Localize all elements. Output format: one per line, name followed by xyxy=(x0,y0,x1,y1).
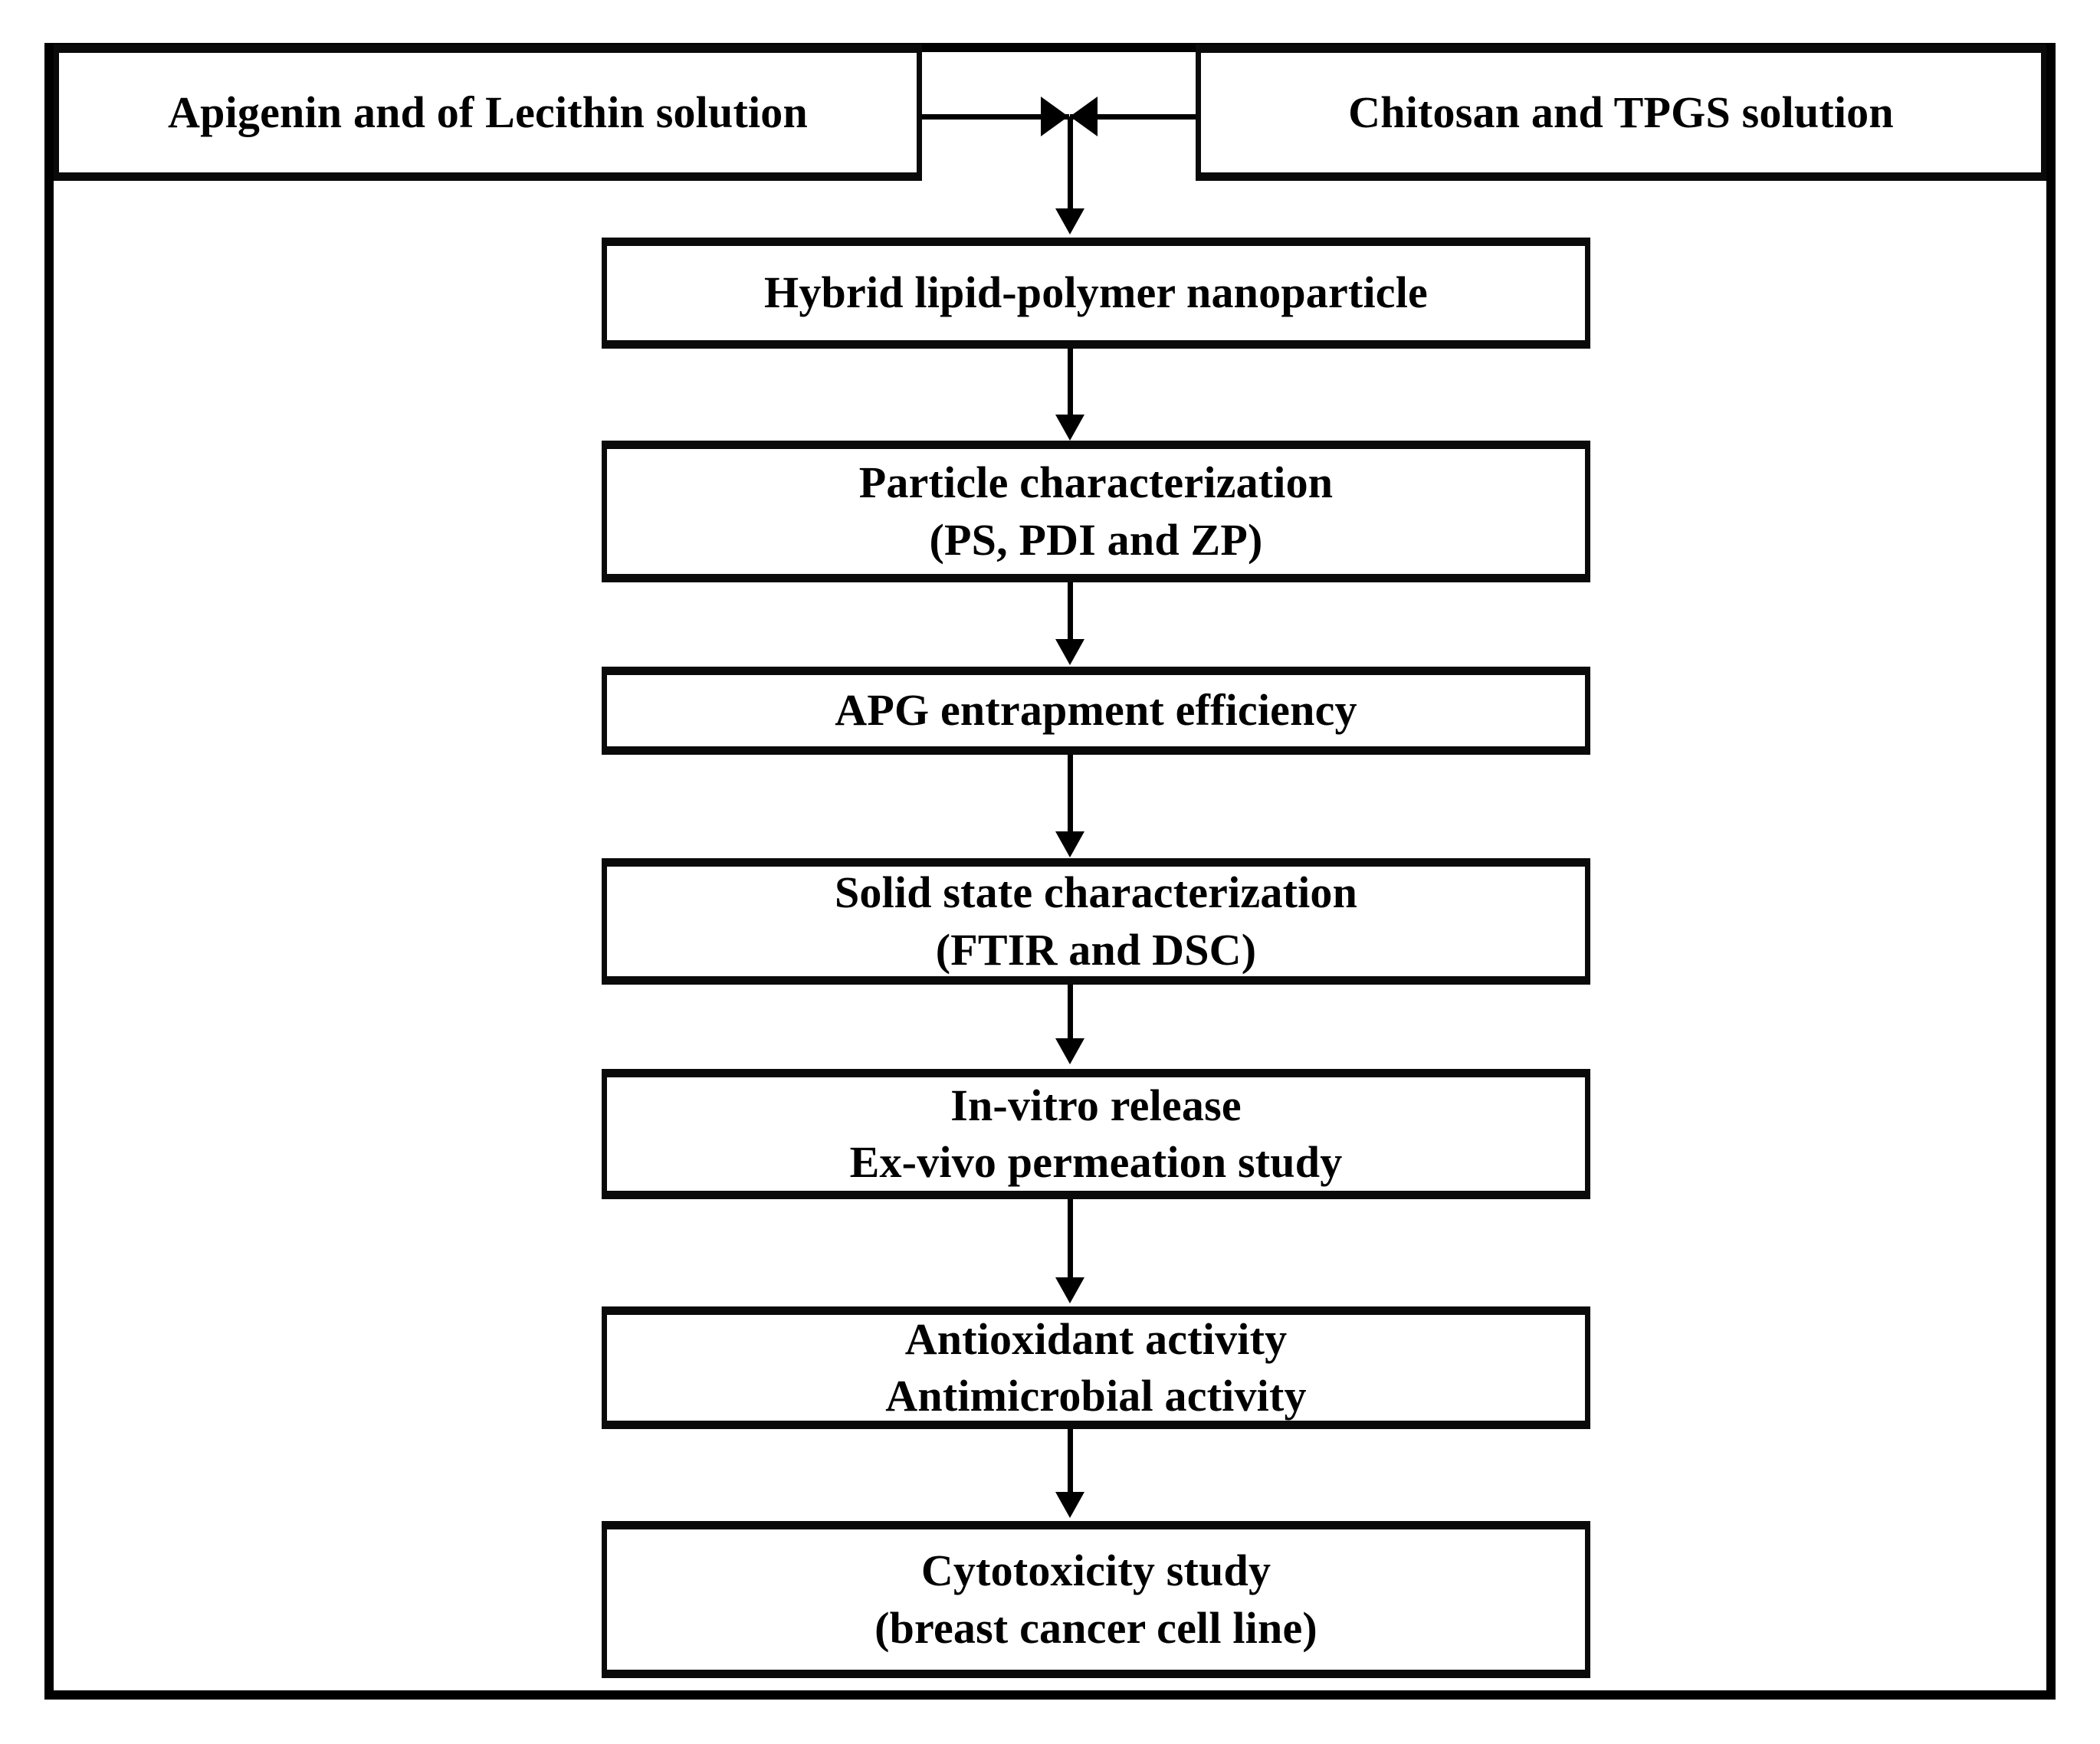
node-apigenin-lecithin-solution[interactable]: Apigenin and of Lecithin solution xyxy=(54,44,922,181)
node-label-line: (breast cancer cell line) xyxy=(874,1602,1317,1653)
node-label-line: Hybrid lipid-polymer nanoparticle xyxy=(764,267,1428,318)
node-label-line: (PS, PDI and ZP) xyxy=(929,514,1263,565)
node-apg-entrapment-efficiency[interactable]: APG entrapment efficiency xyxy=(602,667,1590,755)
node-label-line: In-vitro release xyxy=(950,1080,1242,1130)
node-antioxidant-antimicrobial-activity[interactable]: Antioxidant activity Antimicrobial activ… xyxy=(602,1306,1590,1429)
node-label-line: Chitosan and TPGS solution xyxy=(1348,87,1894,137)
arrow-right-icon xyxy=(1041,97,1068,136)
arrow-left-icon xyxy=(1070,97,1098,136)
node-label-line: Ex-vivo permeation study xyxy=(849,1137,1343,1187)
connector-junction-to-step1 xyxy=(1068,116,1073,211)
node-label-line: APG entrapment efficiency xyxy=(835,685,1357,736)
node-label-line: Apigenin and of Lecithin solution xyxy=(168,87,808,137)
connector-step2-to-step3 xyxy=(1068,582,1073,642)
arrow-down-icon xyxy=(1055,831,1084,857)
connector-step3-to-step4 xyxy=(1068,755,1073,834)
node-label-line: Antioxidant activity xyxy=(904,1313,1288,1364)
arrow-down-icon xyxy=(1055,1277,1084,1303)
arrow-down-icon xyxy=(1055,208,1084,234)
connector-step6-to-step7 xyxy=(1068,1429,1073,1495)
node-cytotoxicity-study[interactable]: Cytotoxicity study (breast cancer cell l… xyxy=(602,1521,1590,1678)
node-label-line: Antimicrobial activity xyxy=(885,1371,1307,1421)
node-label-line: Solid state characterization xyxy=(834,867,1358,918)
arrow-down-icon xyxy=(1055,1038,1084,1064)
node-label-line: Cytotoxicity study xyxy=(920,1546,1271,1596)
arrow-down-icon xyxy=(1055,639,1084,665)
node-solid-state-characterization[interactable]: Solid state characterization (FTIR and D… xyxy=(602,858,1590,985)
node-particle-characterization[interactable]: Particle characterization (PS, PDI and Z… xyxy=(602,441,1590,582)
arrow-down-icon xyxy=(1055,415,1084,441)
arrow-down-icon xyxy=(1055,1492,1084,1518)
connector-right-input-to-junction xyxy=(1070,114,1196,120)
connector-step5-to-step6 xyxy=(1068,1199,1073,1280)
node-chitosan-tpgs-solution[interactable]: Chitosan and TPGS solution xyxy=(1196,44,2046,181)
connector-left-input-to-junction xyxy=(922,114,1069,120)
connector-step4-to-step5 xyxy=(1068,985,1073,1041)
node-label-line: (FTIR and DSC) xyxy=(935,924,1257,975)
connector-step1-to-step2 xyxy=(1068,349,1073,418)
node-label-line: Particle characterization xyxy=(858,457,1334,508)
node-in-vitro-release-ex-vivo-permeation[interactable]: In-vitro release Ex-vivo permeation stud… xyxy=(602,1069,1590,1199)
node-hybrid-lipid-polymer-nanoparticle[interactable]: Hybrid lipid-polymer nanoparticle xyxy=(602,238,1590,349)
